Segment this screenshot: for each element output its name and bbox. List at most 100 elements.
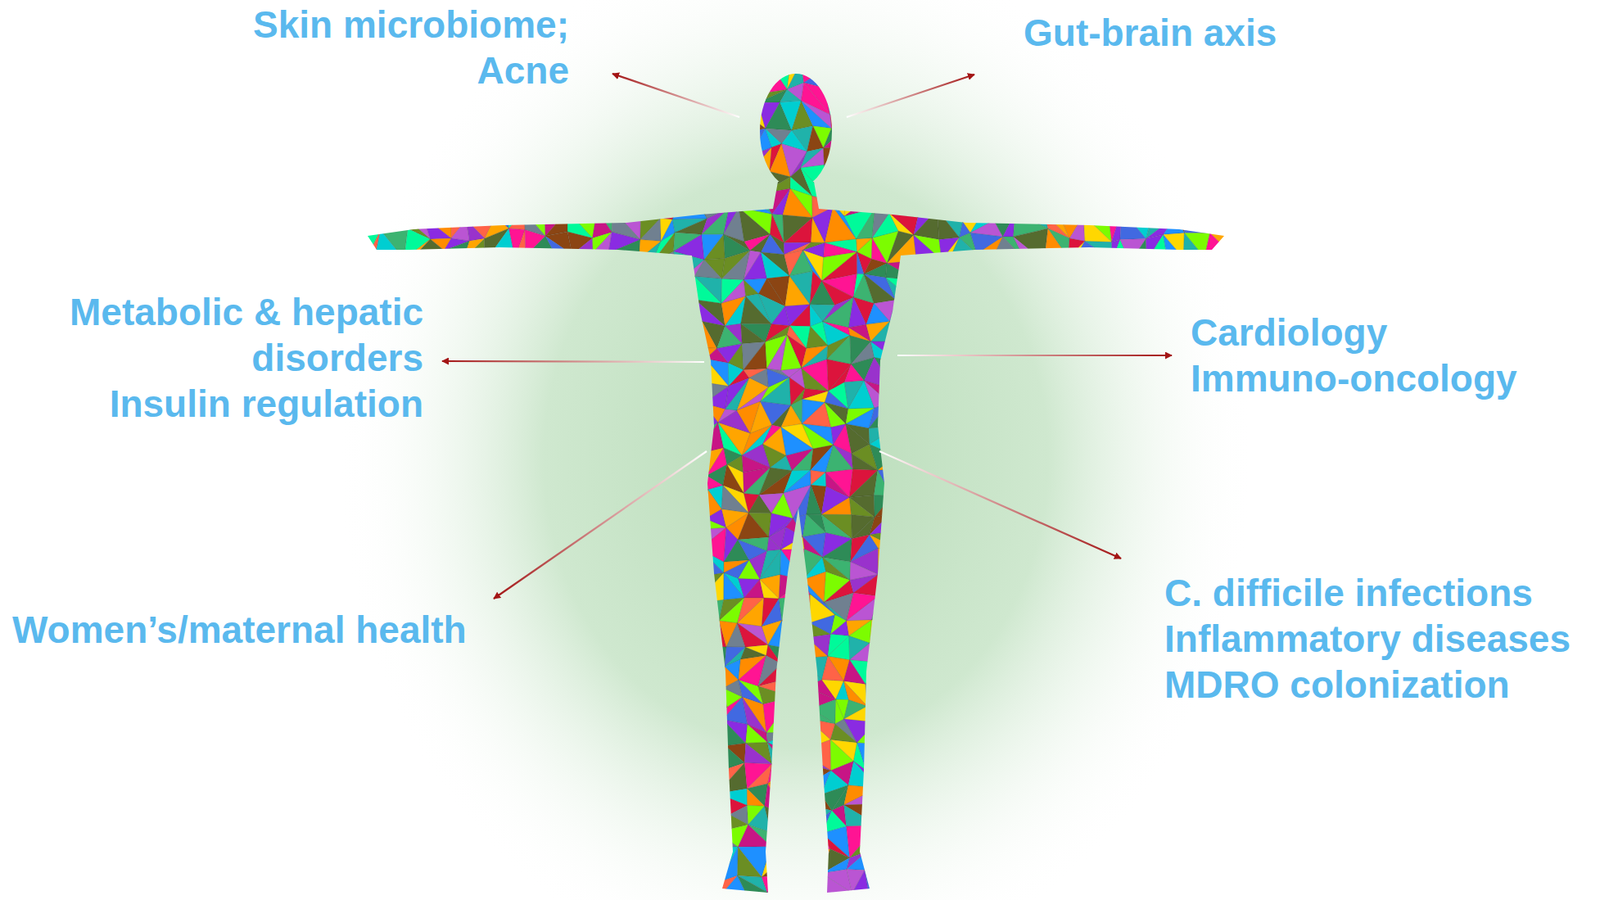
facet <box>419 526 452 550</box>
facet <box>467 131 491 145</box>
facet <box>513 470 538 497</box>
facet <box>1059 483 1090 517</box>
facet <box>1058 85 1081 110</box>
facet <box>695 299 725 326</box>
facet <box>1129 493 1153 519</box>
facet <box>467 108 491 133</box>
facet <box>1047 64 1069 86</box>
facet <box>1058 85 1081 110</box>
facet <box>1152 359 1174 392</box>
facet <box>971 92 1007 105</box>
facet <box>961 189 980 218</box>
facet <box>587 253 620 286</box>
facet <box>1206 132 1237 145</box>
facet <box>485 408 511 435</box>
facet <box>1035 465 1064 489</box>
facet <box>355 536 386 551</box>
facet <box>1037 85 1069 110</box>
facet <box>1206 132 1237 156</box>
facet <box>748 147 772 175</box>
facet <box>591 405 615 425</box>
facet <box>971 548 1003 579</box>
facet <box>800 148 825 168</box>
facet <box>1111 63 1134 89</box>
facet <box>442 294 472 321</box>
facet <box>377 146 400 178</box>
facet <box>481 442 509 475</box>
facet <box>419 423 452 452</box>
facet <box>1120 369 1155 392</box>
facet <box>1014 528 1040 553</box>
facet <box>912 314 930 342</box>
facet <box>1080 67 1112 88</box>
facet <box>507 256 526 272</box>
facet <box>510 400 534 430</box>
facet <box>682 168 705 190</box>
facet <box>995 348 1019 369</box>
facet <box>1129 493 1153 519</box>
facet <box>736 62 772 93</box>
facet <box>957 509 979 542</box>
facet <box>1149 537 1166 560</box>
facet <box>951 420 977 454</box>
facet <box>507 271 525 303</box>
facet <box>1144 470 1166 495</box>
facet <box>1087 487 1099 516</box>
facet <box>675 475 707 487</box>
facet <box>578 364 590 393</box>
facet <box>1134 536 1153 557</box>
facet <box>1062 338 1085 366</box>
facet <box>449 339 466 369</box>
facet <box>592 122 614 155</box>
facet <box>1062 190 1088 222</box>
facet <box>693 93 725 102</box>
facet <box>464 326 487 343</box>
facet <box>524 197 556 220</box>
facet <box>1151 84 1173 106</box>
facet <box>1015 360 1042 393</box>
facet <box>962 298 974 317</box>
facet <box>447 555 475 580</box>
facet <box>505 144 535 178</box>
facet <box>640 132 666 145</box>
facet <box>869 514 891 535</box>
facet <box>601 383 618 409</box>
facet <box>381 82 407 115</box>
facet <box>1151 493 1166 519</box>
facet <box>365 256 376 272</box>
facet <box>1006 85 1025 115</box>
facet <box>1211 484 1235 520</box>
facet <box>705 123 728 145</box>
facet <box>823 146 850 165</box>
facet <box>1184 207 1212 233</box>
facet <box>614 492 640 511</box>
facet <box>970 122 1004 158</box>
facet <box>492 176 509 190</box>
facet <box>509 517 531 538</box>
facet <box>471 264 494 277</box>
facet <box>1022 446 1044 471</box>
facet <box>877 547 899 575</box>
facet <box>1035 488 1066 514</box>
facet <box>920 463 935 496</box>
facet <box>447 528 475 560</box>
facet <box>917 200 939 217</box>
facet <box>383 548 398 582</box>
facet <box>1087 194 1108 209</box>
facet <box>571 473 589 498</box>
facet <box>800 100 832 129</box>
facet <box>1176 198 1195 216</box>
facet <box>1174 508 1187 531</box>
facet <box>1238 533 1248 555</box>
facet <box>524 272 545 305</box>
facet <box>1208 402 1240 425</box>
facet <box>748 147 772 175</box>
facet <box>544 528 574 556</box>
facet <box>429 516 452 530</box>
facet <box>642 145 663 180</box>
facet <box>845 90 874 111</box>
facet <box>1015 380 1039 401</box>
facet <box>1152 359 1165 382</box>
facet <box>910 530 941 556</box>
facet <box>1025 302 1048 320</box>
